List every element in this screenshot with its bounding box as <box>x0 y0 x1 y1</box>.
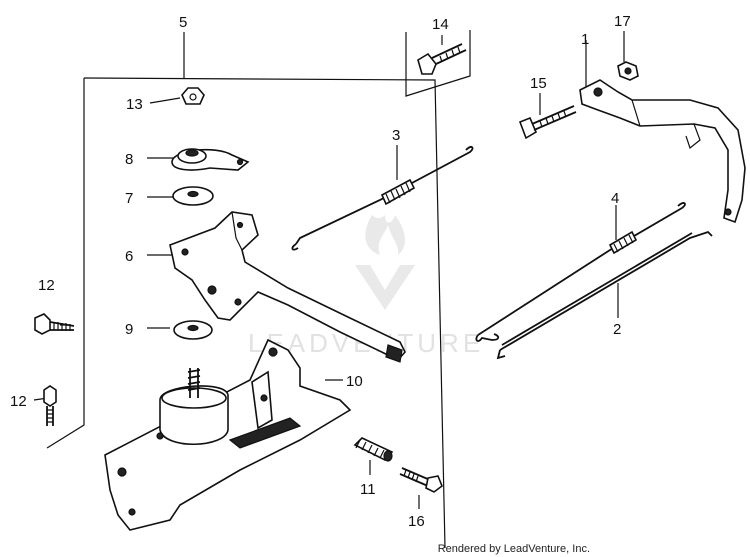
part-14-box <box>405 30 471 97</box>
callout-12-upper: 12 <box>38 277 55 294</box>
rendered-by-credit: Rendered by LeadVenture, Inc. <box>437 543 590 555</box>
callout-14: 14 <box>432 16 449 33</box>
rod-part-2 <box>496 230 713 360</box>
callout-10: 10 <box>346 373 363 390</box>
callout-labels: 1 2 3 4 5 6 7 8 9 10 11 12 12 13 14 15 1… <box>10 13 631 530</box>
bolt-part-16 <box>399 467 443 493</box>
lever-arm-part-1 <box>579 79 746 224</box>
bolt-part-14 <box>417 43 467 75</box>
base-plate-part-10 <box>104 338 352 531</box>
callout-5: 5 <box>179 14 187 31</box>
nut-part-17 <box>617 61 639 81</box>
bolt-part-12-lower <box>43 385 57 426</box>
callout-16: 16 <box>408 513 425 530</box>
assembly-5-box <box>46 78 85 449</box>
bolt-part-15 <box>518 105 577 140</box>
callout-13: 13 <box>126 96 143 113</box>
pivot-plate-part-8 <box>171 148 250 171</box>
callout-4: 4 <box>611 190 619 207</box>
bolt-part-12-upper <box>34 313 75 335</box>
spring-rod-part-3 <box>291 146 474 251</box>
callout-7: 7 <box>125 190 133 207</box>
callout-6: 6 <box>125 248 133 265</box>
callout-17: 17 <box>614 13 631 30</box>
callout-3: 3 <box>392 127 400 144</box>
washer-part-9 <box>173 320 213 340</box>
callout-2: 2 <box>613 321 621 338</box>
callout-9: 9 <box>125 321 133 338</box>
leader-lines <box>33 31 625 509</box>
callout-1: 1 <box>581 31 589 48</box>
nut-part-13 <box>181 87 205 105</box>
spring-rod-part-4 <box>475 202 686 342</box>
washer-part-7 <box>172 186 214 206</box>
spring-collar-part-11 <box>353 437 394 462</box>
callout-11: 11 <box>360 481 376 498</box>
callout-15: 15 <box>530 75 547 92</box>
callout-8: 8 <box>125 151 133 168</box>
callout-12-lower: 12 <box>10 393 27 410</box>
lever-bracket-part-6 <box>169 211 406 363</box>
